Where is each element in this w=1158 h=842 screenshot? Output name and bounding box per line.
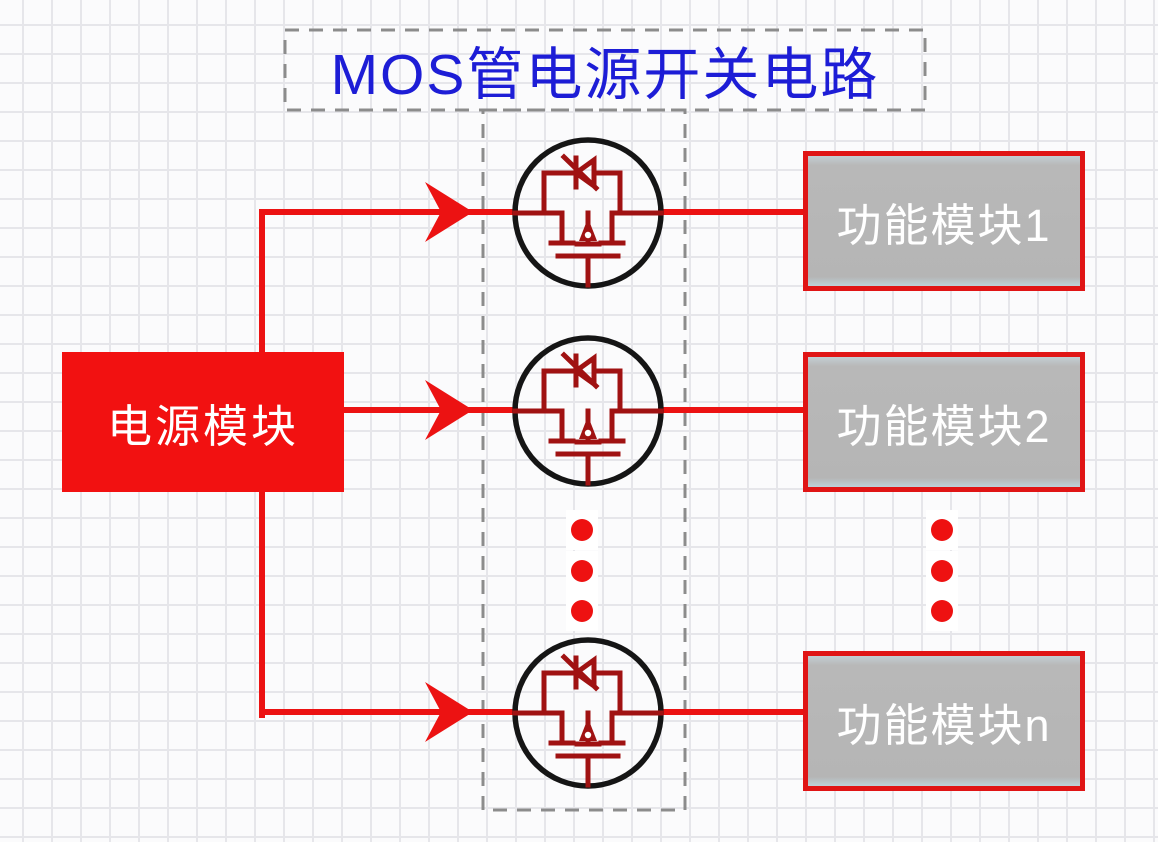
function-module-2-box: 功能模块2 — [803, 352, 1085, 492]
function-module-1-box: 功能模块1 — [803, 151, 1085, 291]
function-module-n-box: 功能模块n — [803, 651, 1085, 791]
mosfet-icon-n — [515, 640, 661, 786]
power-module-label: 电源模块 — [106, 400, 299, 452]
function-module-1-label: 功能模块1 — [836, 199, 1052, 251]
mosfet-column-dashed-border — [481, 108, 687, 812]
diagram-title-text: MOS管电源开关电路 — [330, 43, 880, 107]
wire-branch-top — [259, 209, 518, 718]
vertical-ellipsis-right — [926, 510, 958, 631]
function-module-2-label: 功能模块2 — [836, 400, 1052, 452]
mosfet-icon-2 — [515, 338, 661, 484]
power-module-box: 电源模块 — [62, 352, 344, 492]
diagram-title: MOS管电源开关电路 — [285, 30, 925, 110]
mosfet-icon-1 — [515, 140, 661, 286]
function-module-n-label: 功能模块n — [836, 699, 1052, 751]
vertical-ellipsis-left — [566, 510, 598, 631]
